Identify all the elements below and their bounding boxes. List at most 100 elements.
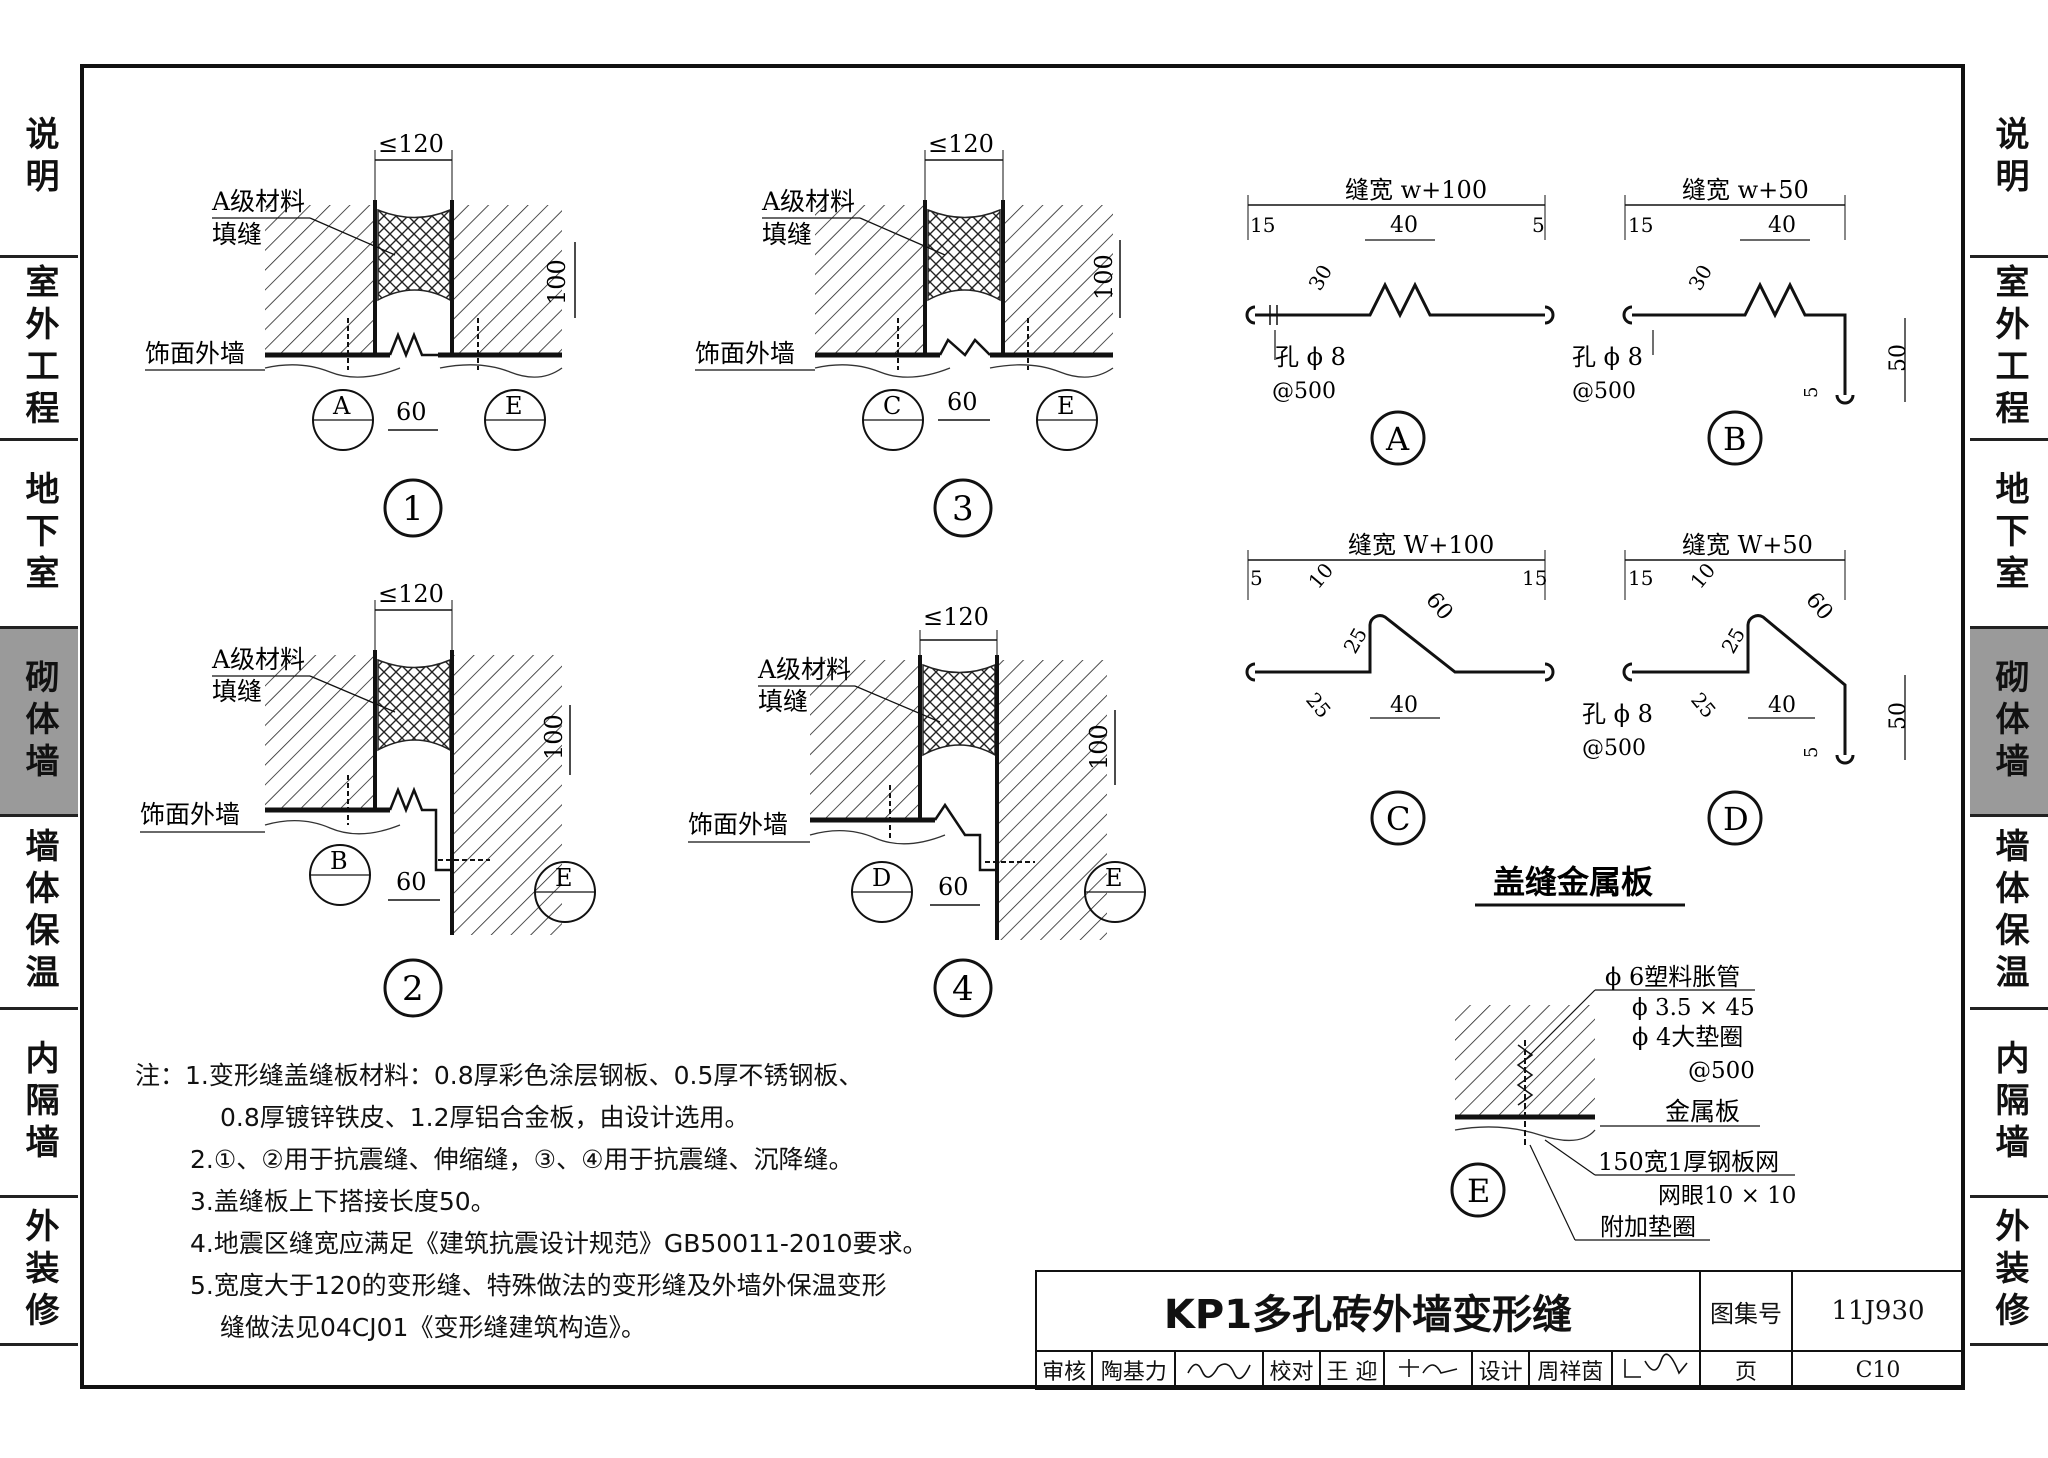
e-callout-7: 网眼10 × 10 <box>1658 1183 1796 1209</box>
detail-4: ≤120 100 60 A级材料 填缝 饰面外墙 D E 4 <box>688 603 1146 1018</box>
plate-b-d15: 15 <box>1628 213 1653 237</box>
plate-b-d50: 50 <box>1886 344 1911 372</box>
d2-height: 100 <box>540 714 568 760</box>
d4-ref-left: D <box>872 864 891 892</box>
note-line: 4.地震区缝宽应满足《建筑抗震设计规范》GB50011-2010要求。 <box>190 1229 928 1258</box>
d1-gap: 60 <box>396 398 427 426</box>
tab-4[interactable]: 砌体墙 <box>0 629 78 817</box>
note-line: 3.盖缝板上下搭接长度50。 <box>190 1187 496 1216</box>
plate-d-d40: 40 <box>1768 693 1796 718</box>
plate-a-d40: 40 <box>1390 213 1418 238</box>
plate-c-d15: 15 <box>1522 566 1547 590</box>
plate-d-d60: 60 <box>1800 588 1837 626</box>
detail-1: ≤120 100 60 A级材料 填缝 饰面外墙 A E 1 <box>145 130 576 538</box>
plate-a-d15: 15 <box>1250 213 1275 237</box>
plate-d-d10: 10 <box>1685 558 1720 593</box>
d3-wall-label: 饰面外墙 <box>695 339 795 368</box>
tab-7[interactable]: 外装修 <box>0 1198 78 1346</box>
note-line: 缝做法见04CJ01《变形缝建筑构造》。 <box>220 1313 646 1342</box>
tab-3[interactable]: 地下室 <box>1970 441 2048 629</box>
note-line: 5.宽度大于120的变形缝、特殊做法的变形缝及外墙外保温变形 <box>190 1271 887 1300</box>
d3-height: 100 <box>1090 254 1118 300</box>
e-callout-4: @500 <box>1688 1058 1755 1084</box>
plate-a-spacing: @500 <box>1272 379 1336 404</box>
tab-label: 说明 <box>1989 115 2029 200</box>
note-line: 注：1.变形缝盖缝板材料：0.8厚彩色涂层钢板、0.5厚不锈钢板、 <box>135 1061 864 1090</box>
d2-fill-label-2: 填缝 <box>212 677 262 706</box>
plate-d-d15: 15 <box>1628 566 1653 590</box>
d4-fill-label: A级材料 <box>757 655 851 684</box>
d4-fill-label-2: 填缝 <box>758 687 808 716</box>
d1-height: 100 <box>543 259 571 305</box>
d2-wall-label: 饰面外墙 <box>140 800 240 829</box>
atlas-number: 11J930 <box>1791 1270 1965 1352</box>
d3-ref-right: E <box>1057 392 1075 420</box>
drawing-title: KP1多孔砖外墙变形缝 <box>1035 1270 1701 1352</box>
d2-fill-label: A级材料 <box>211 645 305 674</box>
d3-fill-label: A级材料 <box>761 187 855 216</box>
tab-3[interactable]: 地下室 <box>0 441 78 629</box>
tab-5[interactable]: 墙体保温 <box>0 817 78 1010</box>
tab-label: 砌体墙 <box>19 658 59 785</box>
d3-fill-label-2: 填缝 <box>762 220 812 249</box>
e-callout-3: ϕ 4大垫圈 <box>1632 1023 1743 1051</box>
tab-7[interactable]: 外装修 <box>1970 1198 2048 1346</box>
d2-ref-right: E <box>555 864 573 892</box>
plate-a-hole: 孔 ϕ 8 <box>1275 343 1346 371</box>
tab-1[interactable]: 说明 <box>0 60 78 258</box>
d1-ref-left: A <box>332 392 351 420</box>
plate-b-d30: 30 <box>1684 260 1718 294</box>
designer-signature <box>1610 1350 1702 1390</box>
plate-b: 缝宽 w+50 15 40 30 50 5 孔 ϕ 8 @500 B <box>1572 176 1911 466</box>
d3-width: ≤120 <box>928 130 994 158</box>
page-number: C10 <box>1791 1350 1965 1390</box>
d3-number: 3 <box>952 489 974 529</box>
d1-wall-label: 饰面外墙 <box>145 339 245 368</box>
plate-d-spacing: @500 <box>1582 736 1646 761</box>
tab-label: 地下室 <box>19 470 59 597</box>
side-nav-left: 说明室外工程地下室砌体墙墙体保温内隔墙外装修 <box>0 60 78 1346</box>
tab-4[interactable]: 砌体墙 <box>1970 629 2048 817</box>
plate-c: 缝宽 W+100 5 10 60 15 25 25 40 C <box>1245 531 1555 846</box>
tab-6[interactable]: 内隔墙 <box>1970 1010 2048 1198</box>
plate-d-d50: 50 <box>1886 702 1911 730</box>
tab-2[interactable]: 室外工程 <box>1970 258 2048 441</box>
plate-a-d30: 30 <box>1304 260 1338 294</box>
tab-label: 内隔墙 <box>1989 1039 2029 1166</box>
tab-1[interactable]: 说明 <box>1970 60 2048 258</box>
plate-b-width: 缝宽 w+50 <box>1682 176 1809 204</box>
detail-3: ≤120 100 60 A级材料 填缝 饰面外墙 C E 3 <box>695 130 1121 538</box>
tab-label: 外装修 <box>1989 1207 2029 1334</box>
d4-height: 100 <box>1085 724 1113 770</box>
tab-6[interactable]: 内隔墙 <box>0 1010 78 1198</box>
d2-number: 2 <box>402 969 424 1009</box>
plate-d-width: 缝宽 W+50 <box>1682 531 1813 559</box>
plate-a-width: 缝宽 w+100 <box>1345 176 1487 204</box>
plate-c-d5: 5 <box>1250 566 1263 590</box>
tab-label: 墙体保温 <box>1989 828 2029 996</box>
drawing-frame <box>80 64 1965 1389</box>
tab-2[interactable]: 室外工程 <box>0 258 78 441</box>
side-nav-right: 说明室外工程地下室砌体墙墙体保温内隔墙外装修 <box>1970 60 2048 1346</box>
d4-number: 4 <box>952 969 974 1009</box>
plate-d-label: D <box>1723 800 1749 838</box>
e-callout-5: 金属板 <box>1665 1097 1740 1126</box>
d4-wall-label: 饰面外墙 <box>688 810 788 839</box>
d1-width: ≤120 <box>378 130 444 158</box>
plate-b-d40: 40 <box>1768 213 1796 238</box>
plate-c-d25b: 25 <box>1301 688 1336 723</box>
plate-b-d5: 5 <box>1801 387 1822 398</box>
d1-number: 1 <box>402 489 424 529</box>
tab-5[interactable]: 墙体保温 <box>1970 817 2048 1010</box>
tab-label: 地下室 <box>1989 470 2029 597</box>
plate-c-width: 缝宽 W+100 <box>1348 531 1494 559</box>
tab-label: 室外工程 <box>1989 264 2029 432</box>
page-label: 页 <box>1699 1350 1793 1390</box>
d2-gap: 60 <box>396 868 427 896</box>
plate-b-hole: 孔 ϕ 8 <box>1572 343 1643 371</box>
checker-signature <box>1383 1350 1474 1390</box>
design-label: 设计 <box>1471 1350 1530 1390</box>
tab-label: 外装修 <box>19 1207 59 1334</box>
detail-e: ϕ 6塑料胀管 ϕ 3.5 × 45 ϕ 4大垫圈 @500 金属板 150宽1… <box>1450 963 1796 1241</box>
